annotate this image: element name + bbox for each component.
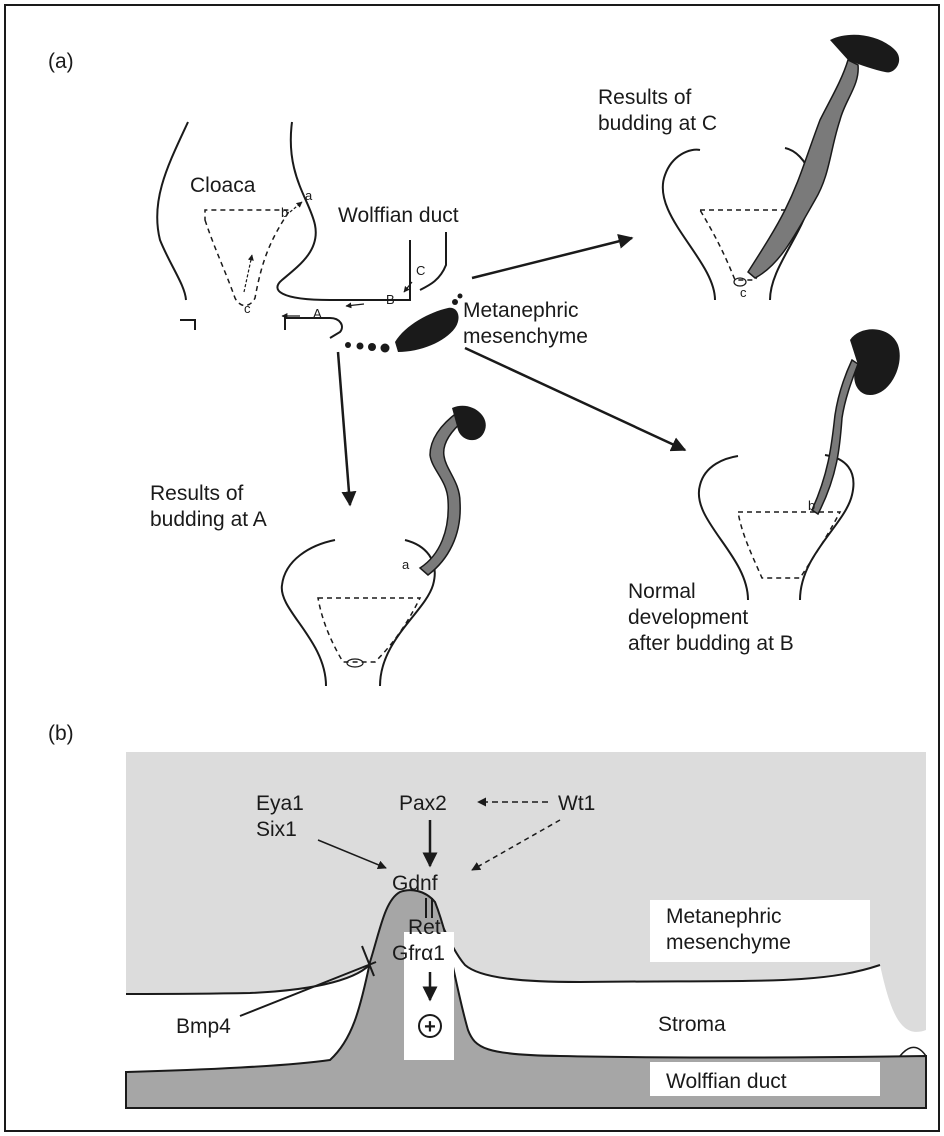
result-c-dest-label: c <box>740 285 747 300</box>
dest-a-label: a <box>305 188 313 203</box>
normal-label-line3: after budding at B <box>628 632 794 655</box>
dest-c-label: c <box>244 301 251 316</box>
ret-label: Ret <box>408 916 441 939</box>
bud-c-label: C <box>416 263 425 278</box>
normal-dest-label: b <box>808 498 815 513</box>
six1-label: Six1 <box>256 818 297 841</box>
metanephric-mesenchyme-blob <box>345 294 463 353</box>
arrow-to-normal <box>465 348 685 450</box>
gdnf-label: Gdnf <box>392 872 438 895</box>
normal-label-line1: Normal <box>628 580 696 603</box>
bmp4-label: Bmp4 <box>176 1015 231 1038</box>
wt1-label: Wt1 <box>558 792 595 815</box>
result-a-dest-label: a <box>402 557 410 572</box>
gfra1-label: Gfrα1 <box>392 942 445 965</box>
dest-b-label: b <box>281 205 288 220</box>
bud-b-label: B <box>386 292 395 307</box>
pax2-label: Pax2 <box>399 792 447 815</box>
normal-development-diagram <box>699 329 900 600</box>
stroma-label: Stroma <box>658 1013 726 1036</box>
metanephric-label-b-line2: mesenchyme <box>666 931 791 954</box>
metanephric-label-a-line2: mesenchyme <box>463 325 588 348</box>
result-c-label-line1: Results of <box>598 86 692 109</box>
arrow-to-result-a <box>338 352 350 505</box>
result-c-label-line2: budding at C <box>598 112 717 135</box>
bud-a-label: A <box>313 306 322 321</box>
result-a-diagram <box>282 406 486 686</box>
panel-b-label: (b) <box>48 722 74 745</box>
result-a-label-line1: Results of <box>150 482 244 505</box>
metanephric-label-b-line1: Metanephric <box>666 905 782 928</box>
result-a-label-line2: budding at A <box>150 508 267 531</box>
cloaca-label: Cloaca <box>190 174 256 197</box>
metanephric-label-a-line1: Metanephric <box>463 299 579 322</box>
eya1-label: Eya1 <box>256 792 304 815</box>
cloaca-inner-dashed <box>205 210 290 306</box>
plus-symbol: + <box>424 1016 436 1038</box>
cloaca-shape <box>157 122 446 338</box>
arrow-to-result-c <box>472 238 632 278</box>
wolffian-duct-label-a: Wolffian duct <box>338 204 459 227</box>
wolffian-duct-label-b: Wolffian duct <box>666 1070 787 1093</box>
normal-label-line2: development <box>628 606 748 629</box>
panel-a-label: (a) <box>48 50 74 73</box>
result-c-diagram <box>663 35 899 300</box>
